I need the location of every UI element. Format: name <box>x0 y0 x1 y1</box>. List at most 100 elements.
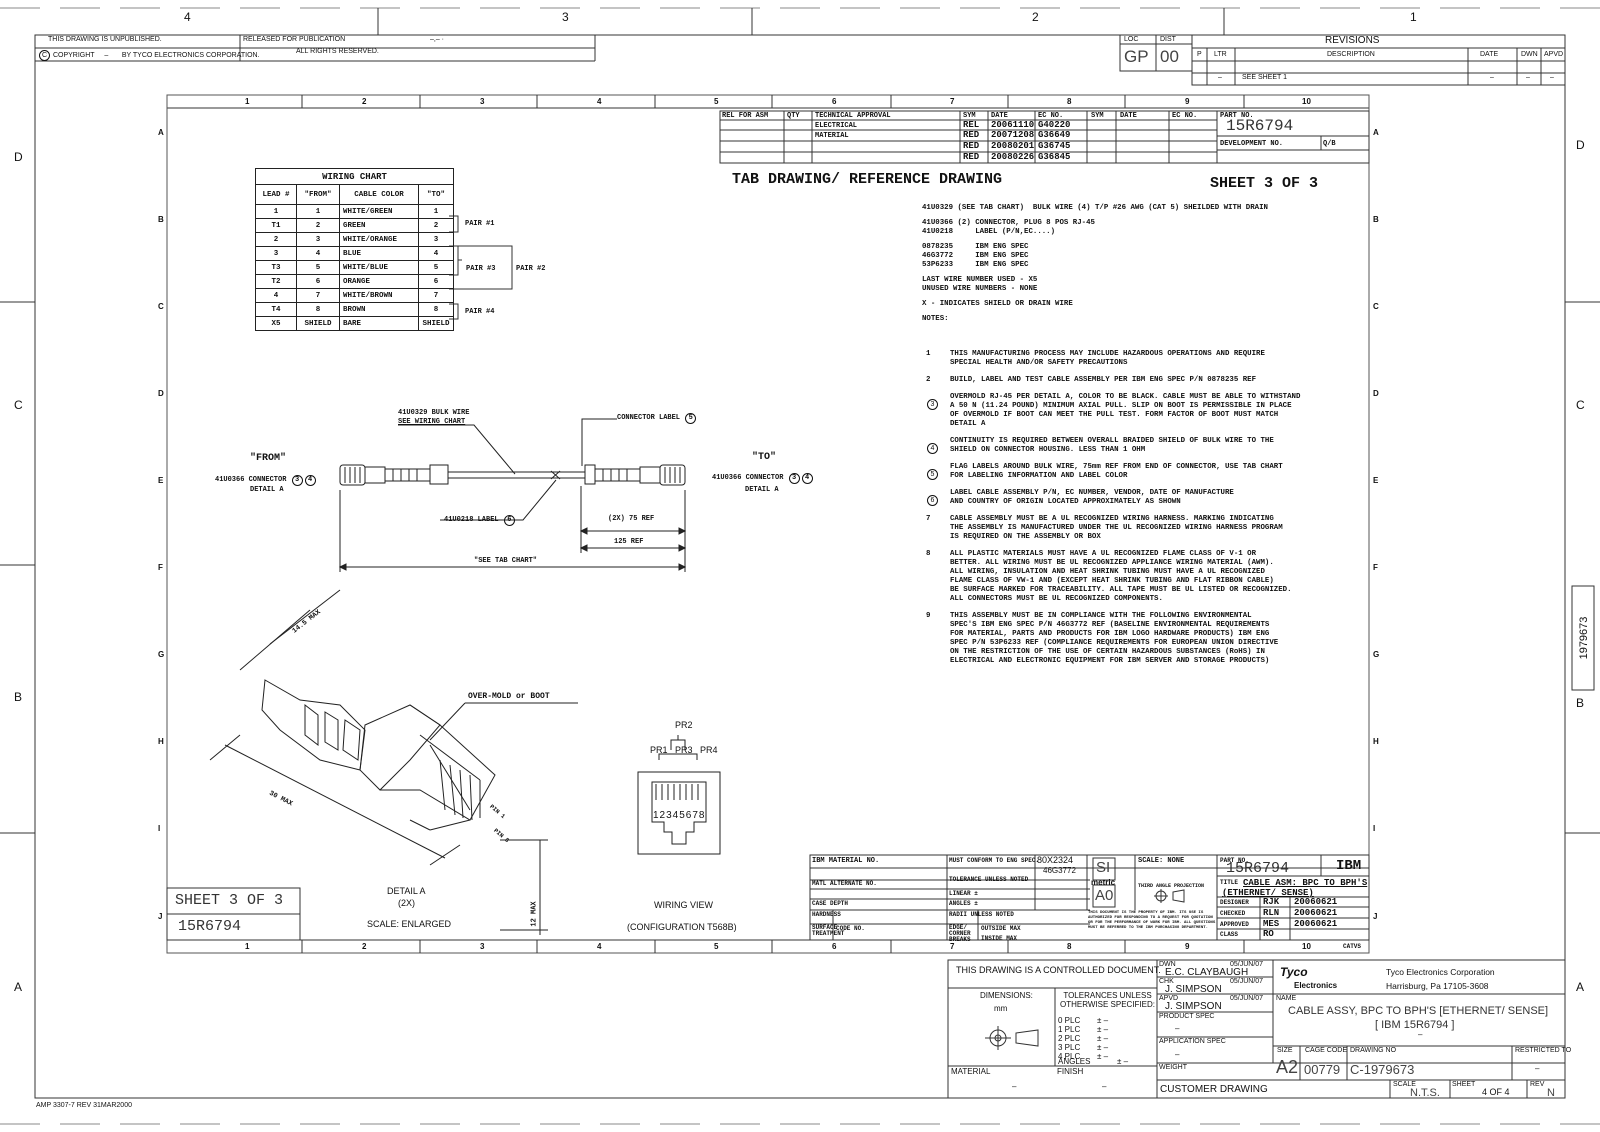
inner-row-e: E <box>158 476 164 485</box>
bom-line: 41U0366 (2) CONNECTOR, PLUG 8 POS RJ-45 <box>922 219 1095 227</box>
rev-row-ltr: – <box>1218 74 1222 81</box>
inner-row-b-right: B <box>1373 215 1379 224</box>
inner-row-i: I <box>158 824 161 833</box>
company-address: Harrisburg, Pa 17105-3608 <box>1386 981 1489 991</box>
pin-numbers: 12345678 <box>653 810 706 821</box>
zone-row-a-right: A <box>1576 980 1585 994</box>
side-drawing-number: 1979673 <box>1578 616 1590 660</box>
note-6-callout: 6 <box>503 515 515 526</box>
rev-col-date: DATE <box>1480 51 1499 58</box>
inner-row-f-right: F <box>1373 563 1378 572</box>
overmold-label: OVER-MOLD or BOOT <box>468 692 550 701</box>
dwn-date: 05/JUN/07 <box>1230 961 1264 968</box>
detail-a-qty: (2X) <box>398 898 416 908</box>
product-spec-value: – <box>1175 1024 1180 1033</box>
inner-row-g: G <box>158 650 165 659</box>
rev-row-apvd: – <box>1550 74 1554 81</box>
rel-row-2-date: 20071208 <box>991 130 1035 140</box>
sheet-title: SHEET 3 OF 3 <box>1210 175 1319 192</box>
tolerances-label: TOLERANCES UNLESS OTHERWISE SPECIFIED: <box>1060 991 1155 1009</box>
tol-4: ± – <box>1097 1052 1109 1061</box>
inner-row-b: B <box>158 215 164 224</box>
pr4-label: PR4 <box>700 745 718 755</box>
rev-label: REV <box>1530 1081 1545 1088</box>
inner-row-e-right: E <box>1373 476 1379 485</box>
pair-3-label: PAIR #3 <box>466 265 496 273</box>
inner-col-6-bottom: 6 <box>832 942 837 951</box>
dim-125-ref: 125 REF <box>614 538 644 546</box>
rel-row-4-ec: G36845 <box>1038 152 1071 162</box>
inner-col-3: 3 <box>480 97 485 106</box>
drawing-no-label: DRAWING NO <box>1350 1047 1397 1054</box>
pr2-label: PR2 <box>675 720 693 730</box>
designer-initials: RJK <box>1263 897 1280 907</box>
pair-1-label: PAIR #1 <box>465 220 495 228</box>
title-label: TITLE <box>1220 879 1239 886</box>
designer-date: 20060621 <box>1294 897 1338 907</box>
matl-alternate-label: MATL ALTERNATE NO. <box>812 880 877 887</box>
checked-initials: RLN <box>1263 908 1280 918</box>
rel-row-4-sym: RED <box>963 152 980 162</box>
rel-approval-electrical: ELECTRICAL <box>815 122 858 130</box>
rev-col-description: DESCRIPTION <box>1327 51 1375 58</box>
finish-value: – <box>1102 1082 1107 1091</box>
tyco-logo-subtext: Electronics <box>1294 981 1338 990</box>
wiring-view-title: WIRING VIEW <box>654 900 713 910</box>
rel-hdr-ecno2: EC NO. <box>1172 112 1198 120</box>
material-value: – <box>1012 1082 1017 1091</box>
rel-hdr-sym2: SYM <box>1091 112 1104 120</box>
pair-2-label: PAIR #2 <box>516 265 546 273</box>
hardness-label: HARDNESS <box>812 911 841 918</box>
rel-row-1-sym: REL <box>963 120 980 130</box>
part-no-value: 15R6794 <box>1226 117 1294 135</box>
checked-label: CHECKED <box>1220 910 1246 917</box>
released-label: RELEASED FOR PUBLICATION <box>243 36 346 43</box>
plc-1: 1 PLC <box>1058 1025 1081 1034</box>
cage-value: 00779 <box>1304 1062 1341 1077</box>
inner-col-2-bottom: 2 <box>362 942 367 951</box>
conform-label: MUST CONFORM TO ENG SPEC. <box>949 857 1040 864</box>
customer-drawing: CUSTOMER DRAWING <box>1160 1084 1268 1095</box>
inner-col-7-bottom: 7 <box>950 942 955 951</box>
surface-treatment-label: SURFACE TREATMENT <box>812 924 845 937</box>
tyco-logo: Tyco Electronics <box>1280 963 1337 990</box>
tolerance-label: TOLERANCE UNLESS NOTED <box>949 876 1029 883</box>
bom-line: UNUSED WIRE NUMBERS - NONE <box>922 285 1038 293</box>
wiring-chart-title: WIRING CHART <box>255 168 454 185</box>
rel-hdr-ecno: EC NO. <box>1038 112 1064 120</box>
bom-line: 41U0218 LABEL (P/N,EC....) <box>922 228 1056 236</box>
inner-col-9: 9 <box>1185 97 1190 106</box>
zone-row-c-right: C <box>1576 398 1585 412</box>
dist-label: DIST <box>1160 36 1176 43</box>
zone-row-b-right: B <box>1576 696 1585 710</box>
inner-part-value: 15R6794 <box>1226 860 1290 877</box>
wiring-chart: WIRING CHART LEAD # "FROM" CABLE COLOR "… <box>255 168 454 331</box>
inner-col-1: 1 <box>245 97 250 106</box>
inner-row-c-right: C <box>1373 302 1379 311</box>
material-label: MATERIAL <box>951 1067 991 1076</box>
zone-row-a: A <box>14 980 23 994</box>
dist-value: 00 <box>1160 47 1179 66</box>
name-label: NAME <box>1276 995 1297 1002</box>
zone-col-2: 2 <box>1032 10 1039 24</box>
approved-initials: MES <box>1263 919 1280 929</box>
rev-col-dwn: DWN <box>1521 51 1538 58</box>
inner-title-2: (ETHERNET/ SENSE) <box>1222 888 1314 898</box>
plc-angles: ANGLES <box>1058 1057 1091 1066</box>
drawing-name-3: – <box>1418 1030 1423 1039</box>
sheet-label: SHEET <box>1452 1081 1476 1088</box>
case-depth-label: CASE DEPTH <box>812 900 849 907</box>
zone-row-d-right: D <box>1576 138 1585 152</box>
bom-line: X - INDICATES SHIELD OR DRAIN WIRE <box>922 300 1073 308</box>
inner-col-3-bottom: 3 <box>480 942 485 951</box>
